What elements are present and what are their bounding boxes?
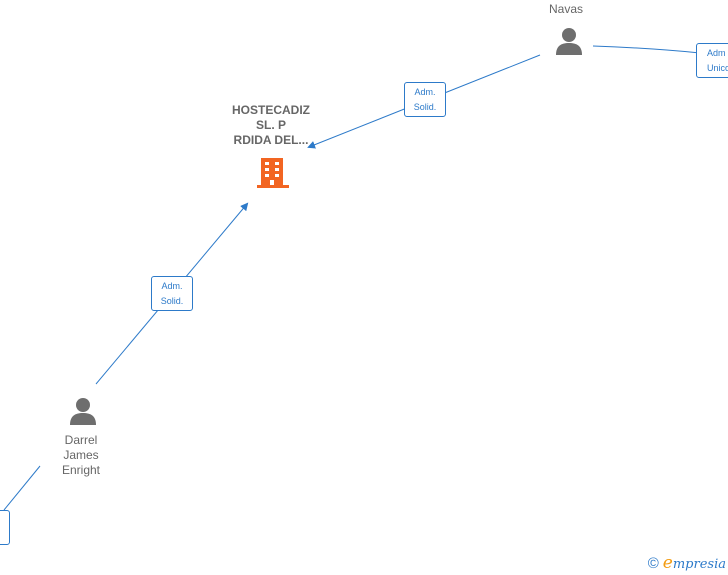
edge-darrel-offscreen <box>3 465 41 511</box>
relation-badge-line2: Solid. <box>160 296 184 306</box>
person-name-darrel-line1: Darrel <box>64 433 98 447</box>
relation-badge-darrel-company[interactable]: Adm. Solid. <box>151 276 193 311</box>
company-name-line3: RDIDA DEL... <box>233 133 309 147</box>
person-name-darrel[interactable]: Darrel James Enright <box>45 433 117 478</box>
company-name[interactable]: HOSTECADIZ SL. P RDIDA DEL... <box>210 103 332 148</box>
company-name-line2: SL. P <box>255 118 286 132</box>
person-icon-darrel[interactable] <box>69 397 97 425</box>
relation-badge-line2: Unico <box>707 63 728 73</box>
building-icon[interactable] <box>257 155 289 189</box>
brand-footer: © empresia <box>648 553 726 573</box>
empresia-logo-initial: e <box>662 553 673 573</box>
relation-badge-navas-company[interactable]: Adm. Solid. <box>404 82 446 117</box>
copyright-symbol: © <box>647 554 659 572</box>
relation-badge-line1: Adm. <box>414 87 436 97</box>
edge-navas-offscreen <box>592 45 701 54</box>
relation-badge-offscreen-bottom-left[interactable] <box>0 510 10 545</box>
person-name-navas[interactable]: Navas <box>548 2 583 16</box>
relation-badge-line1: Adm. <box>161 281 183 291</box>
empresia-logo-text: mpresia <box>672 557 726 572</box>
person-name-darrel-line2: James <box>63 448 99 462</box>
empresia-logo[interactable]: empresia <box>663 553 726 573</box>
relation-badge-line1: Adm <box>707 48 726 58</box>
relation-badge-navas-offscreen[interactable]: Adm Unico <box>696 43 728 78</box>
relation-badge-line2: Solid. <box>413 102 437 112</box>
person-name-darrel-line3: Enright <box>61 463 101 477</box>
company-name-line1: HOSTECADIZ <box>232 103 310 117</box>
person-icon-navas[interactable] <box>555 27 583 55</box>
